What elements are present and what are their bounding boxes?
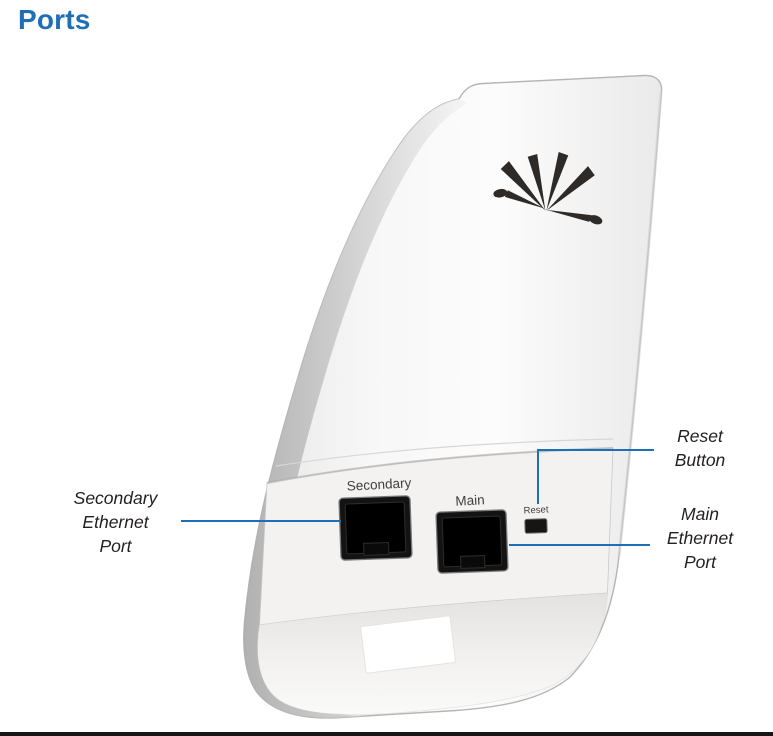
port-panel: Secondary Main Reset — [338, 475, 549, 574]
callout-text-line: Button — [674, 450, 726, 470]
callout-main-ethernet-port: Main Ethernet Port — [646, 502, 754, 574]
reset-callout-line — [537, 449, 654, 504]
callout-reset-button: Reset Button — [646, 424, 754, 472]
callout-text-line: Reset — [677, 426, 723, 446]
callout-text-line: Ethernet — [666, 528, 734, 548]
page-bottom-edge — [0, 732, 773, 736]
callout-lines — [181, 449, 654, 546]
main-ethernet-port — [435, 509, 509, 574]
main-port-label: Main — [455, 492, 485, 509]
callout-text-line: Main — [681, 504, 719, 524]
callout-secondary-ethernet-port: Secondary Ethernet Port — [43, 486, 188, 558]
device-sticker — [360, 615, 456, 674]
device-body — [243, 74, 663, 719]
reset-button-label: Reset — [523, 504, 549, 516]
callout-text-line: Port — [99, 536, 132, 556]
panel-upper-seam — [275, 438, 614, 467]
page-title: Ports — [18, 4, 91, 35]
reset-button — [524, 518, 548, 534]
secondary-ethernet-port — [338, 495, 413, 561]
device-right-edge-shade — [617, 91, 663, 557]
callout-text-line: Secondary — [73, 488, 158, 508]
secondary-port-label: Secondary — [346, 475, 411, 493]
ubiquiti-antenna-logo-icon — [493, 151, 603, 225]
callout-text-line: Ethernet — [82, 512, 149, 532]
callout-text-line: Port — [683, 552, 717, 572]
